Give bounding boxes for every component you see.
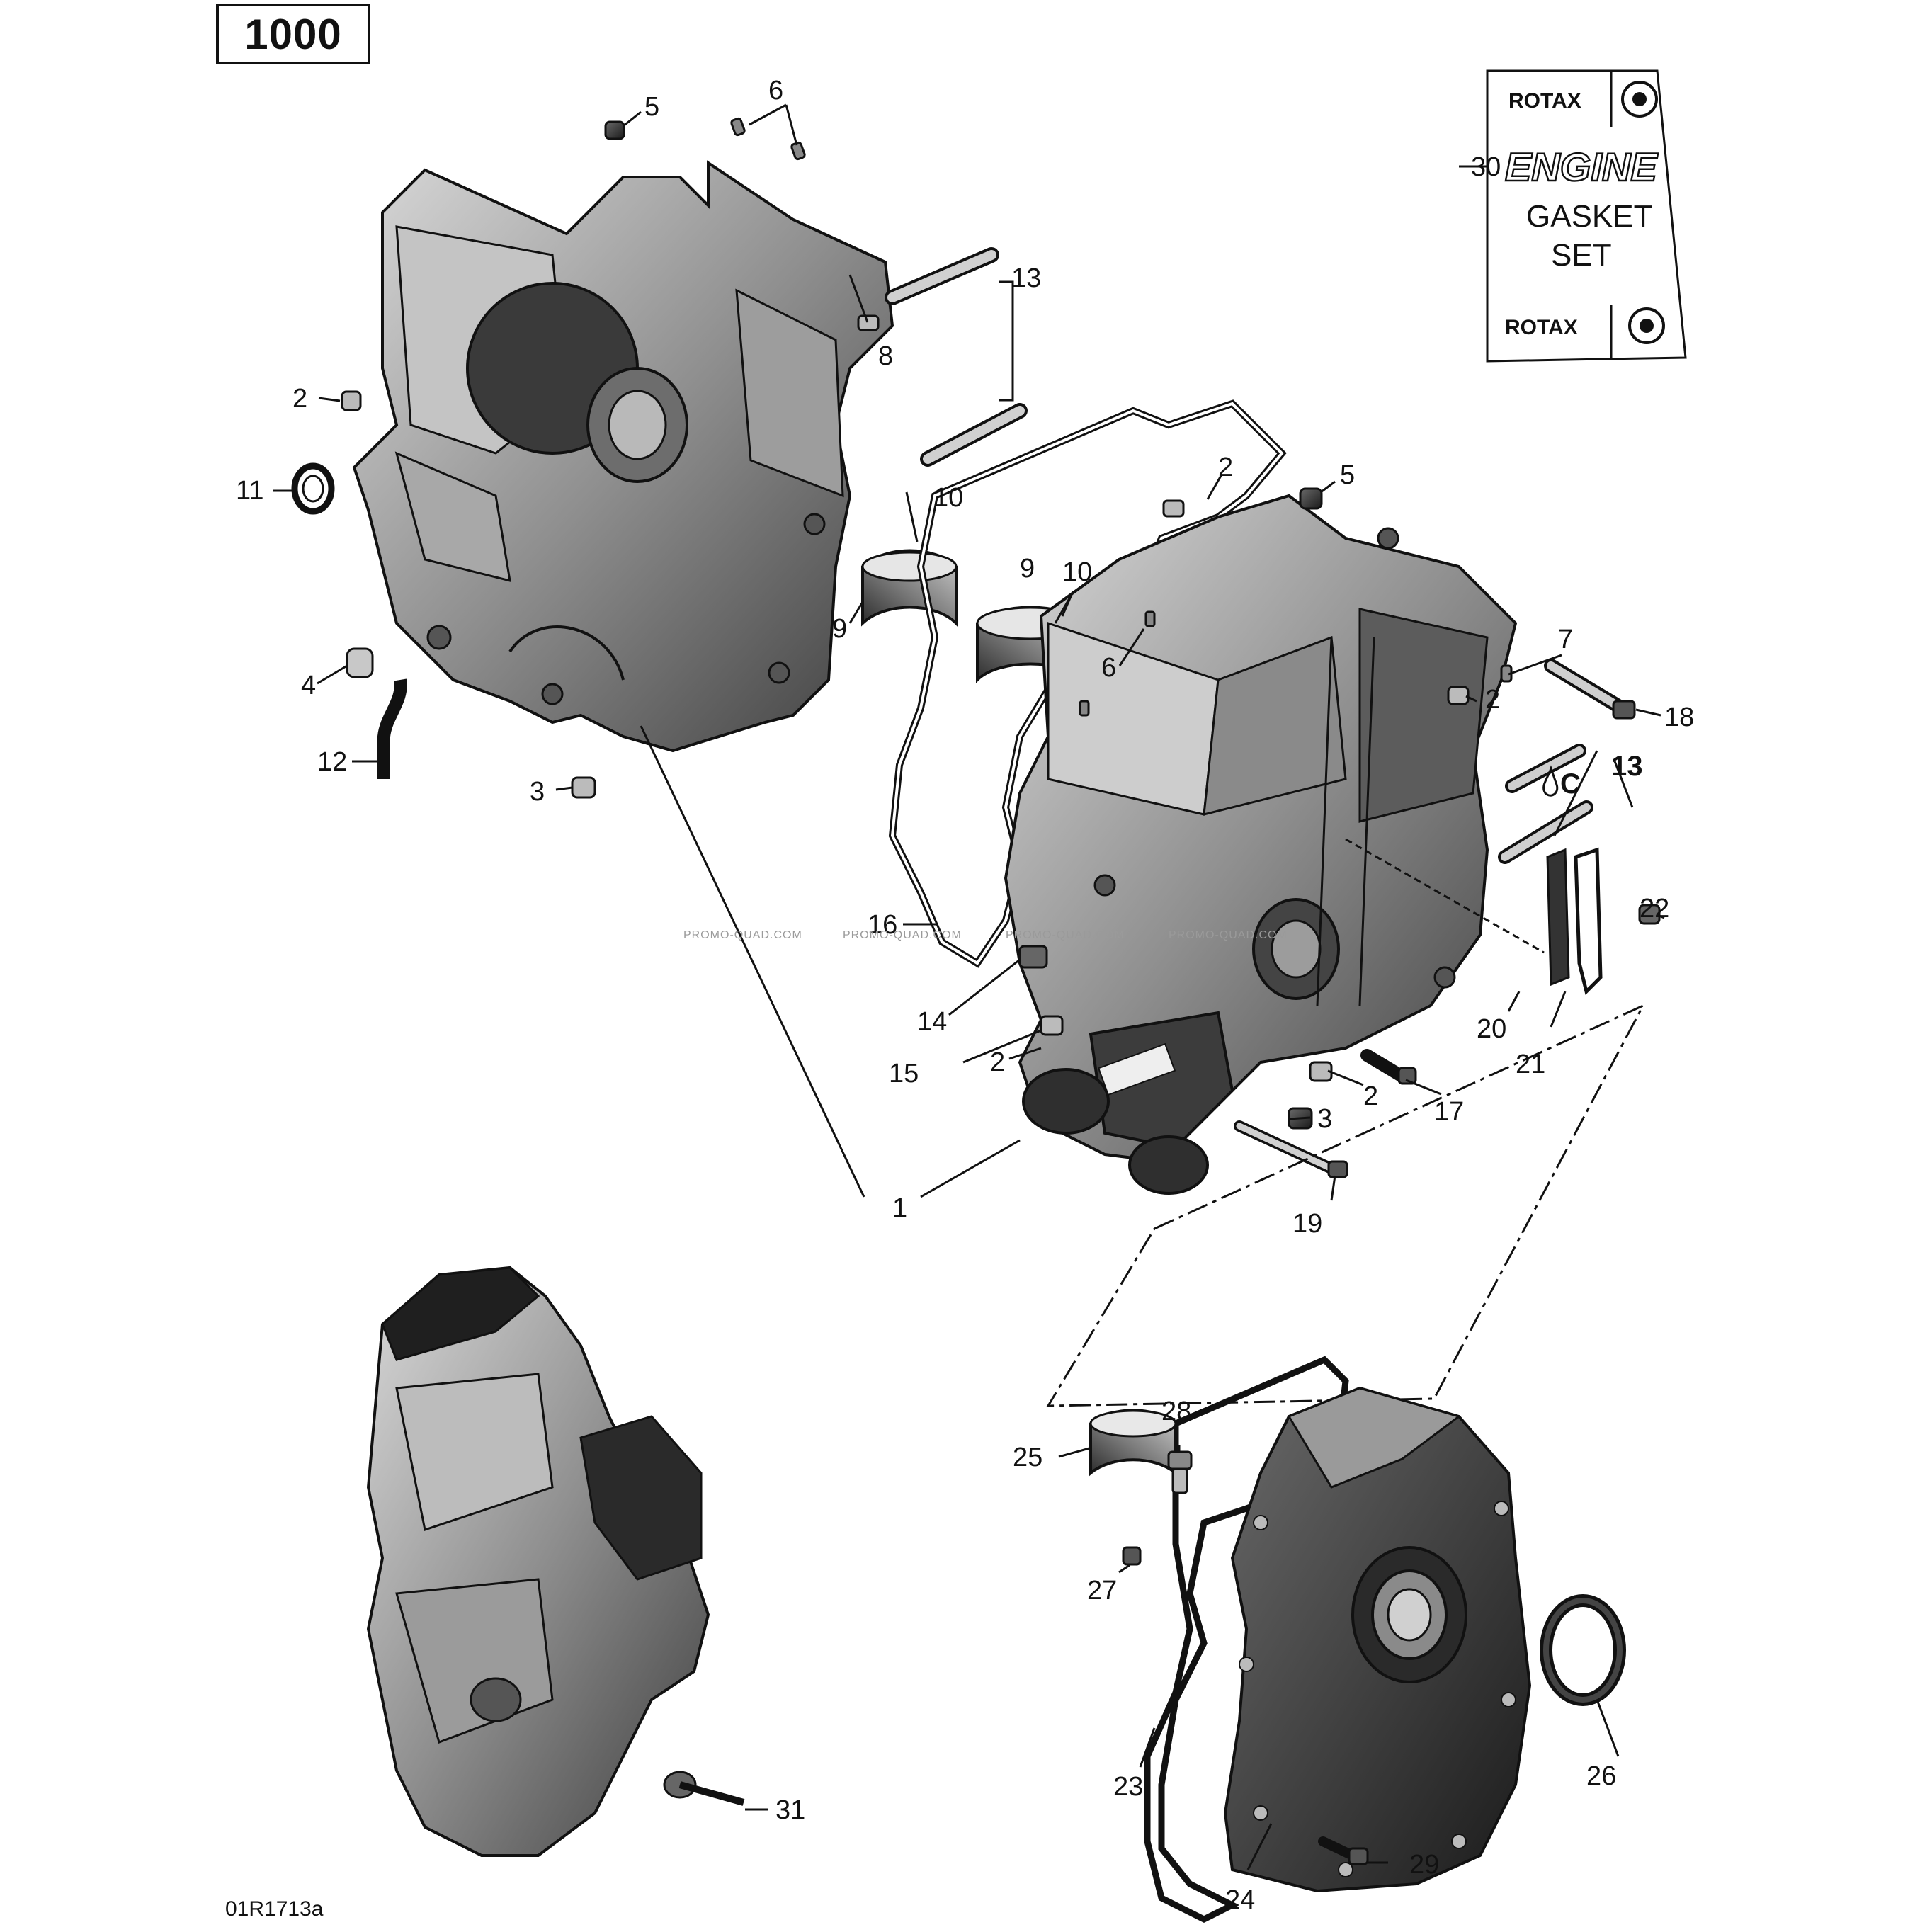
kit-title: ENGINE: [1505, 144, 1658, 189]
callout-12: 12: [317, 747, 347, 777]
callout-5: 5: [644, 92, 659, 122]
callout-18: 18: [1664, 703, 1694, 732]
callout-14: 14: [917, 1007, 947, 1037]
leader-lines: [640, 103, 1634, 1198]
callout-7: 7: [1558, 625, 1573, 654]
callout-1: 1: [892, 1193, 907, 1223]
callout-21: 21: [1516, 1050, 1545, 1079]
callout-2: 2: [1218, 453, 1233, 482]
watermark: PROMO-QUAD.COM: [683, 929, 802, 941]
callout-9: 9: [832, 614, 847, 644]
callout-4: 4: [301, 671, 316, 700]
rotax-logo-icon: [1628, 307, 1665, 344]
watermark: PROMO-QUAD.COM: [843, 929, 962, 941]
callout-3: 3: [1317, 1104, 1332, 1134]
callout-22: 22: [1640, 894, 1669, 924]
magneto-cover: [1089, 1356, 1626, 1924]
callout-26: 26: [1586, 1761, 1616, 1791]
callout-10: 10: [933, 483, 963, 513]
callout-24: 24: [1225, 1885, 1255, 1915]
callout-5: 5: [1340, 460, 1355, 490]
cover-connector: [1046, 1003, 1646, 1407]
callout-2: 2: [1485, 685, 1500, 715]
callout-27: 27: [1087, 1576, 1117, 1606]
callout-2: 2: [292, 384, 307, 414]
kit-brand-bottom: ROTAX: [1505, 316, 1578, 339]
callout-3: 3: [530, 777, 545, 807]
callout-13: 13: [1011, 263, 1041, 293]
callout-numbers: 5 6 13 8 2 11 10 9 9 10 6 4 12 3 2 5 7 2…: [236, 76, 1694, 1915]
crankcase-half-left: [352, 160, 894, 753]
small-parts-right: [1018, 487, 1661, 1178]
callout-10: 10: [1062, 557, 1092, 587]
callout-23: 23: [1113, 1772, 1143, 1802]
callout-8: 8: [878, 341, 893, 371]
callout-6: 6: [1101, 653, 1116, 683]
reference-code: 01R1713a: [225, 1897, 324, 1921]
callout-leaders: [273, 110, 1665, 1870]
kit-brand-top: ROTAX: [1508, 89, 1581, 113]
callout-9: 9: [1020, 554, 1035, 584]
callout-29: 29: [1409, 1850, 1439, 1880]
watermark: PROMO-QUAD.COM: [1169, 929, 1288, 941]
callout-31: 31: [775, 1795, 805, 1825]
callout-13: 13: [1611, 751, 1643, 782]
callout-30: 30: [1471, 152, 1501, 182]
watermark: PROMO-QUAD.COM: [1006, 929, 1125, 941]
rotax-logo-icon: [1621, 81, 1658, 118]
callout-28: 28: [1161, 1397, 1191, 1426]
callout-15: 15: [889, 1059, 919, 1089]
kit-subtitle-1: GASKET: [1526, 199, 1653, 234]
callout-25: 25: [1013, 1443, 1042, 1472]
watermark-row: PROMO-QUAD.COM PROMO-QUAD.COM PROMO-QUAD…: [683, 929, 1288, 941]
sealant-symbol-label: C: [1560, 768, 1581, 800]
callout-19: 19: [1292, 1209, 1322, 1239]
crankcase-half-right: [1004, 494, 1518, 1195]
callout-6: 6: [768, 76, 783, 106]
callout-16: 16: [868, 910, 897, 940]
engine-assembly-thumbnail: [366, 1266, 745, 1857]
callout-2: 2: [990, 1047, 1005, 1077]
gasket-kit-card: ROTAX ENGINE GASKET SET ROTAX: [1486, 69, 1687, 363]
callout-2: 2: [1363, 1081, 1378, 1111]
small-parts-left: [291, 117, 1028, 799]
callout-11: 11: [236, 476, 263, 506]
model-label: 1000: [216, 4, 370, 64]
callout-17: 17: [1434, 1097, 1464, 1127]
callout-20: 20: [1477, 1014, 1506, 1044]
kit-subtitle-2: SET: [1551, 238, 1612, 273]
